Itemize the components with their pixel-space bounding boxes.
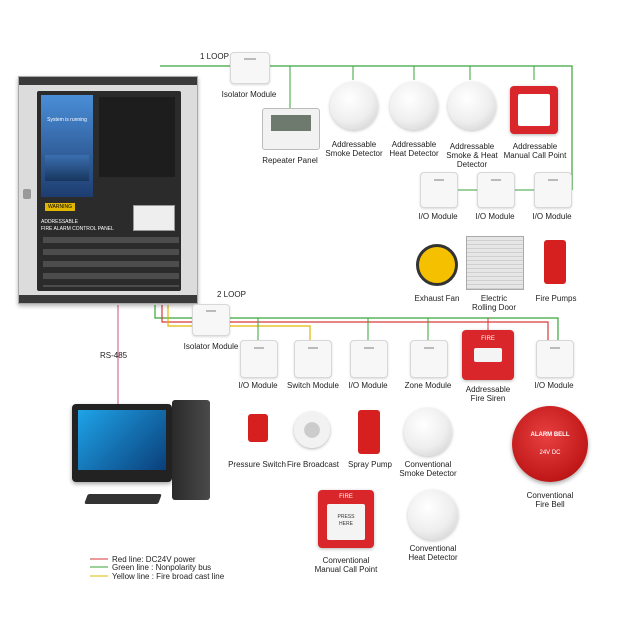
electric-rolling-door [466,236,524,290]
addr-heat-label-1: Addressable [391,140,437,149]
addr-fire-siren: FIRE [462,330,514,380]
loop2-io1-label: I/O Module [238,381,278,390]
conv-smoke-detector [404,408,452,456]
fire-siren-label-1: Addressable [465,385,511,394]
loop1-label: 1 LOOP [200,52,229,61]
conv-fire-bell: ALARM BELL 24V DC [512,406,588,482]
legend-yellow: Yellow line : Fire broad cast line [112,571,224,581]
legend-green-text: Green line : Nonpolarity bus [112,562,212,572]
pressure-switch [248,414,268,442]
loop2-io-module-3 [536,340,574,378]
loop1-bus [160,65,573,190]
addr-smokeheat-label-2: Smoke & Heat [446,151,498,160]
loop2-io-module-1 [240,340,278,378]
control-panel: System is running WARNING ADDRESSABLE FI… [18,76,198,304]
conv-mcp-fire-text: FIRE [339,494,353,500]
loop2-isolator-module [192,304,230,336]
fire-pumps [544,240,566,284]
addr-mcp-label-2: Manual Call Point [503,151,567,160]
conv-bell-label-2: Fire Bell [535,500,565,509]
loop2-zone-module [410,340,448,378]
rolling-door-label-1: Electric [480,294,508,303]
warning-badge: WARNING [45,203,75,211]
computer-keyboard [84,494,162,504]
loop1-isolator-module [230,52,270,84]
loop1-io3-label: I/O Module [532,212,572,221]
loop2-zone-label: Zone Module [404,381,452,390]
panel-brand-1: ADDRESSABLE [41,219,78,225]
fire-bell-volt: 24V DC [539,450,561,456]
addr-smokeheat-label-3: Detector [456,160,488,169]
loop2-switch-module [294,340,332,378]
legend-red-text: Red line: DC24V power [112,554,196,564]
fire-broadcast-label: Fire Broadcast [286,460,340,469]
conv-mcp-label-2: Manual Call Point [314,565,378,574]
conv-bell-label-1: Conventional [526,491,574,500]
conv-mcp-label-1: Conventional [322,556,370,565]
loop1-io-module-3 [534,172,572,208]
conv-heat-label-1: Conventional [409,544,457,553]
fire-bell-text: ALARM BELL [530,432,570,438]
loop1-isolator-label: Isolator Module [221,90,277,99]
spray-pump-label: Spray Pump [347,460,393,469]
addr-smoke-heat-detector [448,82,496,130]
conv-manual-call-point: FIRE PRESS HERE [318,490,374,548]
loop1-io-module-2 [477,172,515,208]
repeater-panel [262,108,320,150]
legend-green: Green line : Nonpolarity bus [112,562,211,572]
spray-pump [358,410,380,454]
loop2-io3-label: I/O Module [534,381,574,390]
repeater-panel-label: Repeater Panel [262,156,318,165]
loop2-green-bus [154,305,559,340]
fire-broadcast-speaker [294,412,330,448]
addr-smoke-detector [330,82,378,130]
pressure-switch-label: Pressure Switch [228,460,286,469]
panel-keypad [99,97,175,177]
addr-smokeheat-label-1: Addressable [449,142,495,151]
rolling-door-label-2: Rolling Door [471,303,517,312]
conv-smoke-label-1: Conventional [404,460,452,469]
legend-yellow-text: Yellow line : Fire broad cast line [112,571,225,581]
loop1-io1-label: I/O Module [418,212,458,221]
screen-status-text: System is running [47,117,87,123]
computer-tower [172,400,210,500]
addr-heat-label-2: Heat Detector [389,149,439,158]
conv-heat-detector [408,490,458,540]
legend-red: Red line: DC24V power [112,554,196,564]
loop2-red-bus [161,305,549,340]
conv-mcp-here-text: HERE [339,521,353,527]
key-lock [23,189,31,199]
computer-monitor [72,404,172,482]
loop2-switch-label: Switch Module [286,381,340,390]
loop2-io-module-2 [350,340,388,378]
loop1-io-module-1 [420,172,458,208]
fire-siren-text: FIRE [481,336,495,342]
conv-smoke-label-2: Smoke Detector [399,469,457,478]
addr-smoke-label-2: Smoke Detector [325,149,383,158]
panel-zone-leds [43,237,179,287]
loop2-label: 2 LOOP [217,290,246,299]
panel-screen: System is running [41,95,93,197]
fire-pumps-label: Fire Pumps [535,294,577,303]
rs485-label: RS-485 [100,351,128,360]
conv-mcp-press-text: PRESS [337,514,355,520]
panel-printer [133,205,175,231]
addr-manual-call-point [510,86,558,134]
conv-heat-label-2: Heat Detector [408,553,458,562]
addr-mcp-label-1: Addressable [512,142,558,151]
addr-heat-detector [390,82,438,130]
loop2-isolator-label: Isolator Module [183,342,239,351]
exhaust-fan [416,244,458,286]
loop1-io2-label: I/O Module [475,212,515,221]
panel-brand-2: FIRE ALARM CONTROL PANEL [41,226,114,232]
fire-siren-label-2: Fire Siren [470,394,506,403]
loop2-io2-label: I/O Module [348,381,388,390]
exhaust-fan-label: Exhaust Fan [414,294,460,303]
loop2-yellow-bus [167,305,311,340]
addr-smoke-label-1: Addressable [331,140,377,149]
